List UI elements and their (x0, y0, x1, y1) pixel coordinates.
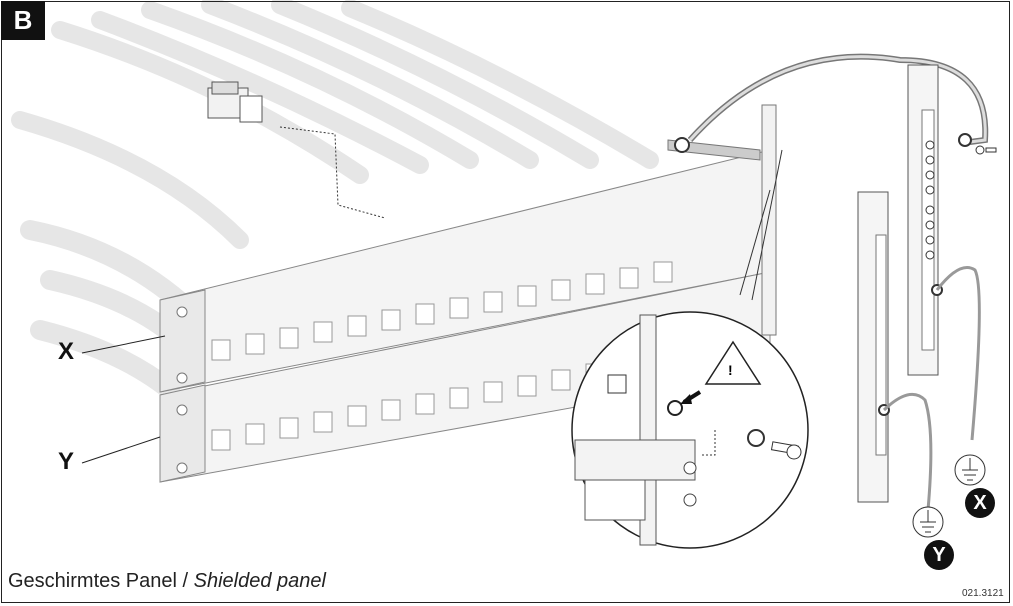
figure-caption: Geschirmtes Panel / Shielded panel (8, 570, 326, 593)
rail-y (857, 191, 933, 511)
earth-symbol-x (954, 454, 986, 486)
label-x: X (58, 338, 75, 365)
figure-badge: B (1, 1, 45, 40)
warning-symbol: ! (728, 362, 733, 378)
warning-triangle (704, 340, 762, 385)
leader-x (81, 335, 166, 354)
rail-x (907, 64, 981, 441)
earth-symbol-y (912, 506, 944, 538)
rack-post (761, 104, 777, 336)
label-y: Y (58, 448, 75, 475)
caption-german: Geschirmtes Panel / (8, 570, 194, 592)
figure-code: 021.3121 (962, 588, 1004, 599)
callout-line-2 (751, 149, 783, 301)
caption-english: Shielded panel (193, 570, 326, 592)
keystone-module (207, 81, 263, 123)
ground-cable-top (667, 53, 997, 161)
ground-badge-x: X (965, 488, 995, 518)
callout-line (739, 189, 771, 296)
ground-badge-y: Y (924, 540, 954, 570)
leader-y (81, 436, 161, 464)
